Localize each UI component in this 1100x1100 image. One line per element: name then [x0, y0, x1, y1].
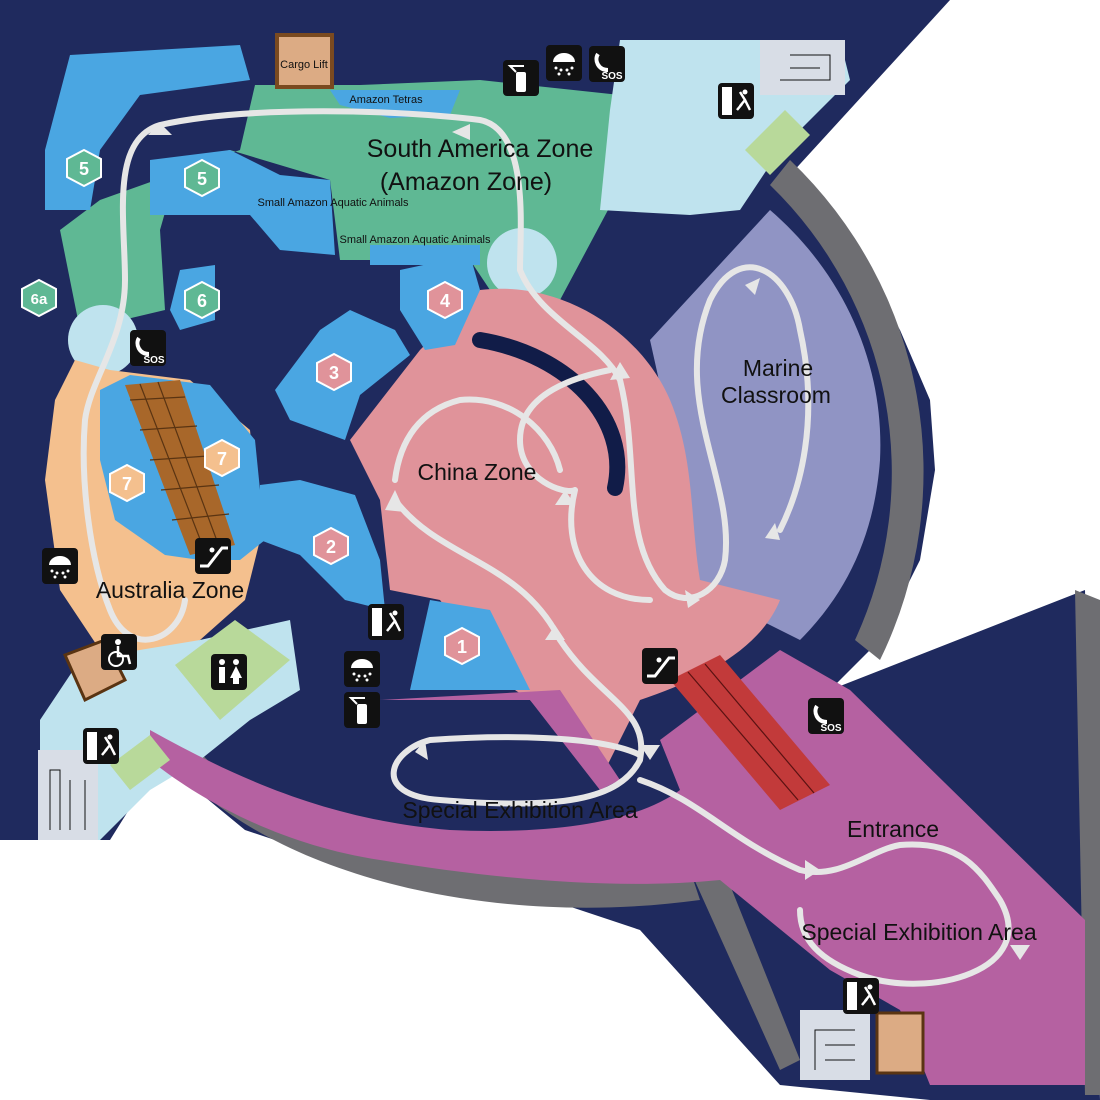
escalator-entrance	[670, 655, 830, 810]
tank-marker-6a: 6a	[21, 278, 57, 318]
svg-text:6a: 6a	[31, 291, 48, 308]
svg-text:2: 2	[326, 537, 336, 557]
tank-marker-7-left: 7	[109, 463, 145, 503]
tank-marker-5-right: 5	[184, 158, 220, 198]
zone-label-classroom: Classroom	[721, 382, 831, 408]
svg-text:1: 1	[457, 637, 467, 657]
tank-marker-7-right: 7	[204, 438, 240, 478]
escalator-icon-australia	[195, 538, 231, 574]
lift-entrance	[875, 1011, 925, 1075]
svg-text:7: 7	[122, 474, 132, 494]
amazon-tetras-label: Amazon Tetras	[349, 94, 423, 106]
svg-text:3: 3	[329, 363, 339, 383]
zone-label-amazon: (Amazon Zone)	[380, 168, 552, 196]
svg-text:4: 4	[440, 291, 450, 311]
outer-wall-ring	[770, 160, 924, 660]
route-arrows	[148, 123, 1030, 960]
emergency-exit-icon-tank1	[368, 604, 404, 640]
zone-label-entrance: Entrance	[847, 816, 939, 842]
stairs-lines	[49, 54, 855, 1070]
wheelchair-icon	[101, 634, 137, 670]
svg-text:5: 5	[197, 169, 207, 189]
svg-text:SOS: SOS	[143, 355, 164, 366]
escalator-australia-steps	[129, 381, 230, 553]
fire-extinguisher-icon-tank1	[344, 692, 380, 728]
shower-icon	[546, 45, 582, 81]
marine-classroom-area	[650, 210, 881, 640]
svg-text:SOS: SOS	[820, 723, 841, 734]
entrance-wall-right	[1075, 590, 1100, 1095]
sos-phone-icon-australia: SOS	[130, 330, 166, 366]
zone-label-china: China Zone	[418, 459, 537, 485]
entrance-wall-left	[690, 860, 800, 1070]
emergency-exit-icon-southwest	[83, 728, 119, 764]
china-curved-wall	[472, 332, 626, 496]
svg-text:7: 7	[217, 449, 227, 469]
door-northeast	[745, 110, 810, 175]
tank-marker-3: 3	[316, 352, 352, 392]
svg-text:SOS: SOS	[601, 71, 622, 82]
tank-marker-2: 2	[313, 526, 349, 566]
small-amazon-label-2: Small Amazon Aquatic Animals	[339, 234, 491, 246]
tank-marker-6: 6	[184, 280, 220, 320]
zone-label-marine: Marine	[743, 355, 813, 381]
escalator-entrance-steps	[687, 663, 815, 801]
tank-marker-1: 1	[444, 626, 480, 666]
cargo-lift-box	[275, 33, 334, 89]
emergency-exit-icon	[718, 83, 754, 119]
escalator-australia	[125, 380, 235, 555]
cargo-lift-label: Cargo Lift	[280, 59, 328, 71]
small-amazon-label-1: Small Amazon Aquatic Animals	[257, 197, 409, 209]
sos-phone-icon: SOS	[589, 46, 625, 82]
emergency-exit-icon-entrance	[843, 978, 879, 1014]
shower-icon-australia	[42, 548, 78, 584]
special-exhibition-entry	[380, 690, 620, 790]
zone-label-special-exhibition-2: Special Exhibition Area	[801, 919, 1036, 945]
shower-icon-tank1	[344, 651, 380, 687]
restroom-icon	[211, 654, 247, 690]
svg-text:5: 5	[79, 159, 89, 179]
escalator-icon-entrance	[642, 648, 678, 684]
tank-amazon-tetras	[330, 90, 460, 118]
zone-label-special-exhibition-1: Special Exhibition Area	[402, 797, 637, 823]
fire-extinguisher-icon	[503, 60, 539, 96]
svg-text:6: 6	[197, 291, 207, 311]
zone-label-south-america: South America Zone	[367, 135, 594, 163]
visitor-route	[80, 108, 1012, 987]
zone-label-australia: Australia Zone	[96, 577, 244, 603]
stairs-southwest	[38, 750, 98, 840]
special-exhibition-area	[150, 650, 1085, 1085]
tank-marker-5-left: 5	[66, 148, 102, 188]
sos-phone-icon-entrance: SOS	[808, 698, 844, 734]
door-southwest	[110, 735, 170, 790]
tank-marker-4: 4	[427, 280, 463, 320]
